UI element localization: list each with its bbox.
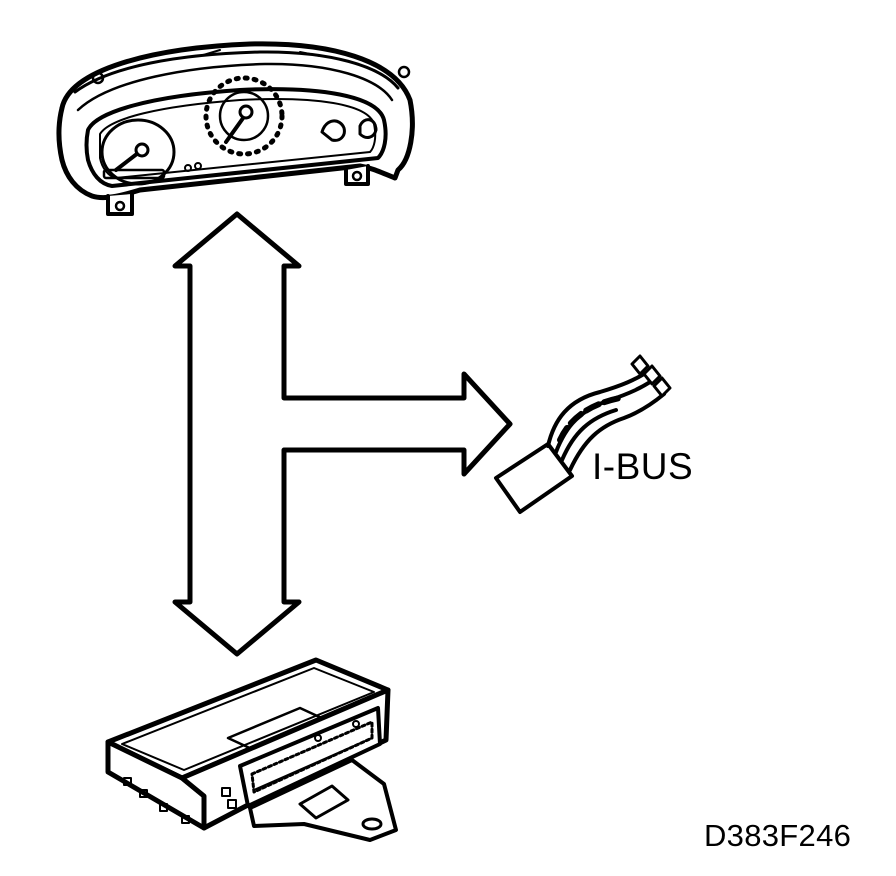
signal-arrow — [172, 211, 513, 657]
ibus-label: I-BUS — [592, 446, 694, 487]
figure-code: D383F246 — [704, 818, 852, 853]
instrument-cluster — [56, 41, 415, 216]
ibus-connector — [494, 354, 672, 514]
control-module — [105, 657, 398, 842]
